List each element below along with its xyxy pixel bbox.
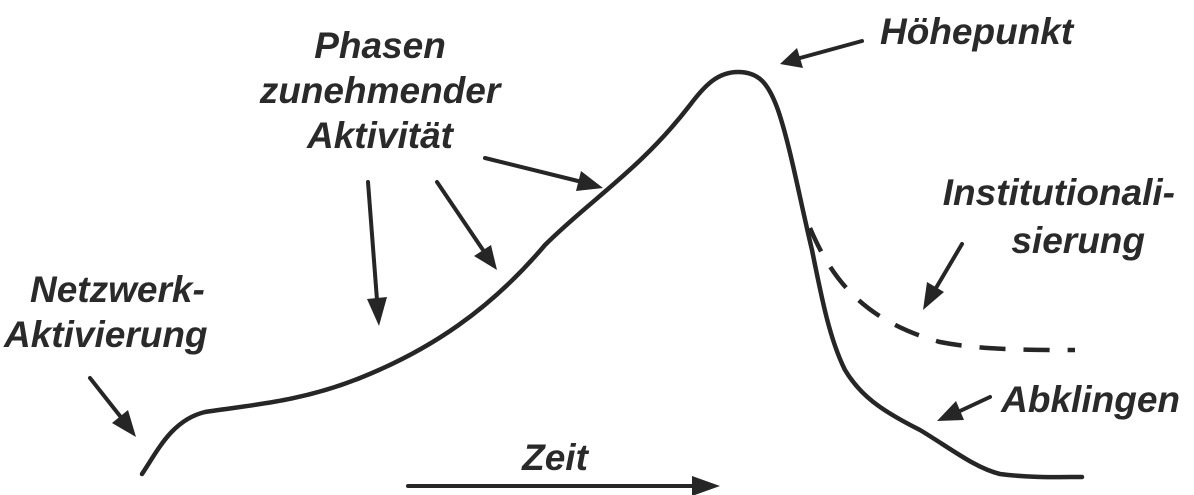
time-arrow: [406, 476, 720, 495]
institutionalization-arrow: [923, 242, 964, 310]
decay-label: Abklingen: [1000, 379, 1180, 420]
network-label-line-2: Aktivierung: [3, 314, 208, 355]
network-arrow: [88, 376, 136, 437]
decay-arrow: [937, 395, 992, 421]
network-label-line-1: Netzwerk-: [30, 269, 205, 310]
peak-arrow: [780, 39, 864, 68]
activity-curve: [139, 69, 1085, 480]
peak-label: Höhepunkt: [880, 11, 1075, 52]
phase-arrow-2: [435, 180, 497, 270]
phase-arrow-1: [366, 180, 387, 326]
phases-label-line-3: Aktivität: [306, 115, 455, 156]
institutionalization-curve: [807, 227, 1076, 353]
time-label: Zeit: [521, 437, 589, 478]
phases-label-line-2: zunehmender: [259, 70, 503, 111]
phases-label-line-1: Phasen: [314, 25, 446, 66]
institutionalization-label-line-1: Institutionali-: [943, 172, 1175, 213]
phase-arrow-3: [483, 156, 603, 191]
institutionalization-label-line-2: sierung: [1011, 220, 1145, 261]
